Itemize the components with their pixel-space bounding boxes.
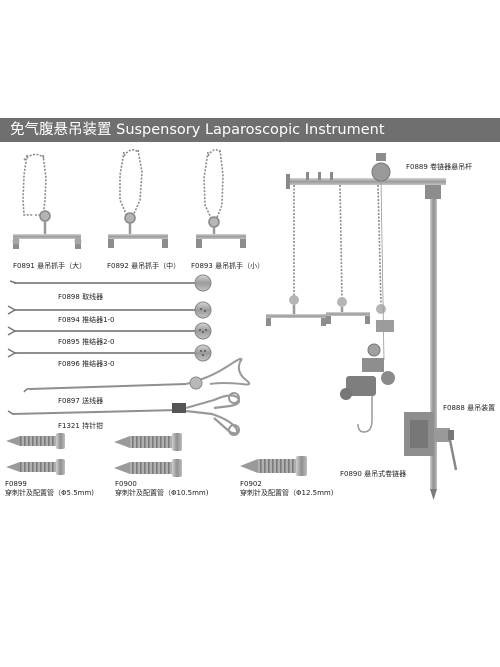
thread-feeder bbox=[23, 357, 251, 393]
label-f0899-code: F0899 bbox=[5, 480, 27, 488]
label-f0900-code: F0900 bbox=[115, 480, 137, 488]
knot-pusher-3 bbox=[7, 344, 212, 362]
label-f0894: F0894 推结器1-0 bbox=[58, 316, 115, 324]
label-f0890: F0890 悬吊式卷链器 bbox=[340, 470, 407, 478]
grabber-small bbox=[196, 148, 246, 248]
thread-retriever bbox=[9, 274, 212, 292]
trocar-12-5 bbox=[240, 456, 307, 476]
trocar-5-5 bbox=[6, 433, 65, 475]
label-f0888: F0888 悬吊装置 bbox=[443, 404, 496, 412]
trocar-10-5 bbox=[114, 433, 182, 477]
label-f1321: F1321 持针钳 bbox=[58, 422, 104, 430]
label-f0900-desc: 穿刺针及配置管（Φ10.5mm) bbox=[115, 489, 209, 497]
label-f0892: F0892 悬吊抓手（中） bbox=[107, 262, 181, 270]
label-f0897: F0897 送线器 bbox=[58, 397, 104, 405]
suspension-frame bbox=[266, 153, 458, 500]
label-f0902-code: F0902 bbox=[240, 480, 262, 488]
label-f0895: F0895 推结器2-0 bbox=[58, 338, 115, 346]
needle-holder bbox=[7, 392, 241, 436]
label-f0898: F0898 取线器 bbox=[58, 293, 104, 301]
knot-pusher-2 bbox=[7, 322, 212, 340]
label-f0891: F0891 悬吊抓手（大） bbox=[13, 262, 87, 270]
label-f0889: F0889 卷链器悬吊杆 bbox=[406, 163, 473, 171]
label-f0902-desc: 穿刺针及配置管（Φ12.5mm) bbox=[240, 489, 334, 497]
grabber-medium bbox=[108, 148, 168, 248]
label-f0893: F0893 悬吊抓手（小） bbox=[191, 262, 265, 270]
label-f0899-desc: 穿刺针及配置管（Φ5.5mm) bbox=[5, 489, 95, 497]
title-banner: 免气腹悬吊装置 Suspensory Laparoscopic Instrume… bbox=[0, 118, 500, 142]
grabber-large bbox=[12, 153, 82, 249]
knot-pusher-1 bbox=[7, 301, 212, 319]
label-f0896: F0896 推结器3-0 bbox=[58, 360, 115, 368]
page-title: 免气腹悬吊装置 Suspensory Laparoscopic Instrume… bbox=[10, 122, 385, 138]
